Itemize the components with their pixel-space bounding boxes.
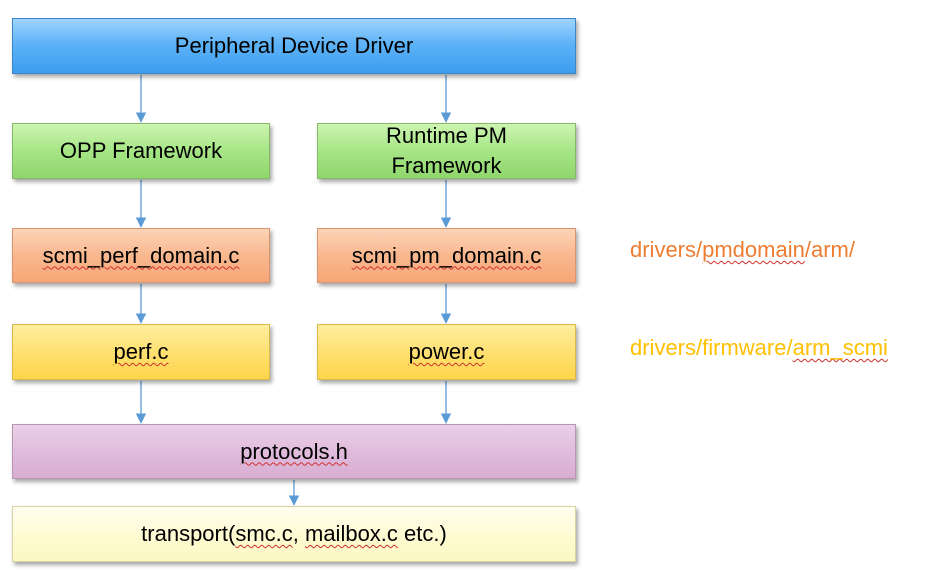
pmdomain-path-label: drivers/pmdomain/arm/ (630, 236, 855, 264)
transport-label: transport(smc.c, mailbox.c etc.) (141, 519, 447, 549)
transport-smc: smc.c (235, 521, 293, 546)
pmdomain-path-suffix: /arm/ (804, 237, 855, 262)
perf-box: perf.c (12, 324, 270, 380)
runtime-pm-framework-box: Runtime PM Framework (317, 123, 576, 179)
transport-box: transport(smc.c, mailbox.c etc.) (12, 506, 576, 562)
scmi-perf-domain-label: scmi_perf_domain.c (42, 242, 240, 268)
transport-suffix: etc.) (397, 521, 447, 546)
opp-framework-label: OPP Framework (59, 138, 223, 163)
protocols-label: protocols.h (240, 438, 348, 464)
perf-label: perf.c (113, 339, 169, 364)
scmi-perf-domain-box: scmi_perf_domain.c (12, 228, 270, 283)
power-label: power.c (408, 339, 485, 364)
transport-separator: , (292, 521, 305, 546)
firmware-path-label: drivers/firmware/arm_scmi (630, 334, 888, 362)
pmdomain-path-prefix: drivers/ (630, 237, 703, 262)
transport-mailbox: mailbox.c (305, 521, 398, 546)
power-box: power.c (317, 324, 576, 380)
peripheral-device-driver-label: Peripheral Device Driver (174, 33, 414, 58)
runtime-pm-label-line1: Runtime PM (385, 123, 508, 148)
opp-framework-box: OPP Framework (12, 123, 270, 179)
runtime-pm-label-line2: Framework (391, 153, 502, 178)
scmi-pm-domain-label: scmi_pm_domain.c (351, 242, 542, 268)
transport-prefix: transport( (141, 521, 236, 546)
firmware-path-word: arm_scmi (792, 335, 888, 360)
protocols-box: protocols.h (12, 424, 576, 479)
peripheral-device-driver-box: Peripheral Device Driver (12, 18, 576, 74)
pmdomain-path-word: pmdomain (702, 237, 805, 262)
scmi-pm-domain-box: scmi_pm_domain.c (317, 228, 576, 283)
firmware-path-prefix: drivers/firmware/ (630, 335, 793, 360)
